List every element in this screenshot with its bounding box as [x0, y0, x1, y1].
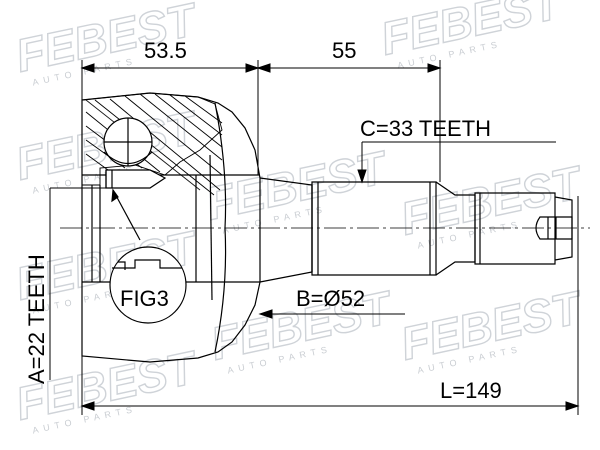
fig3-label: FIG3 — [120, 286, 169, 311]
watermark-logo: FEBEST AUTO PARTS — [201, 140, 395, 236]
dimension-spline-inner: A=22 TEETH — [24, 254, 49, 384]
shaft-stub — [259, 177, 573, 283]
watermark-logo: FEBEST AUTO PARTS — [396, 280, 590, 376]
dimension-right-length: 55 — [332, 38, 356, 63]
watermark-logo: FEBEST AUTO PARTS — [376, 0, 570, 71]
fig3-callout — [109, 188, 187, 324]
dimension-lines — [49, 60, 580, 415]
watermark-logo: FEBEST AUTO PARTS — [396, 155, 590, 251]
ball-cage — [103, 117, 167, 189]
watermark-group: FEBEST AUTO PARTS FEBEST AUTO PARTS FEBE… — [11, 0, 590, 436]
dimension-spline-outer: C=33 TEETH — [360, 116, 491, 141]
svg-text:FEBEST: FEBEST — [376, 0, 568, 65]
dimension-total-length: L=149 — [440, 378, 502, 403]
dimension-left-length: 53.5 — [144, 38, 187, 63]
dimension-boot-diameter: B=Ø52 — [296, 286, 365, 311]
